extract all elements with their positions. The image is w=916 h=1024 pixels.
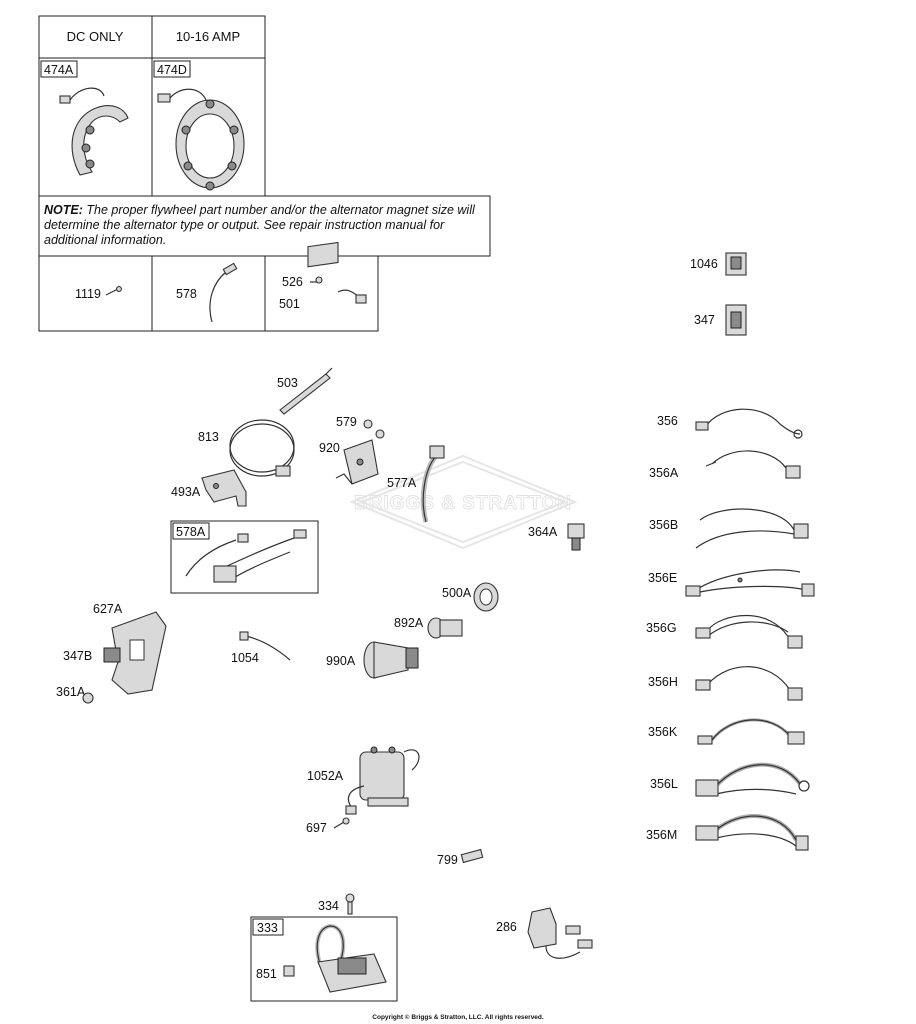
harness-356H: 356H bbox=[648, 666, 803, 701]
svg-text:364A: 364A bbox=[528, 525, 558, 539]
part-578A: 578A bbox=[170, 520, 319, 594]
note-text: The proper flywheel part number and/or t… bbox=[44, 203, 475, 247]
part-813: 813 bbox=[198, 419, 295, 477]
svg-text:1046: 1046 bbox=[690, 257, 718, 271]
svg-text:892A: 892A bbox=[394, 616, 424, 630]
svg-text:347B: 347B bbox=[63, 649, 92, 663]
part-1046: 1046 bbox=[690, 252, 747, 276]
part-1119-label: 1119 bbox=[75, 287, 101, 301]
copyright-text: Copyright © Briggs & Stratton, LLC. All … bbox=[372, 1014, 544, 1021]
svg-text:503: 503 bbox=[277, 376, 298, 390]
part-851-label: 851 bbox=[256, 967, 277, 981]
svg-text:356: 356 bbox=[657, 414, 678, 428]
svg-text:493A: 493A bbox=[171, 485, 201, 499]
watermark-text: BRIGGS & STRATTON bbox=[354, 493, 572, 514]
part-493A: 493A bbox=[171, 469, 247, 507]
part-697: 697 bbox=[306, 817, 350, 835]
dc-only-header: DC ONLY bbox=[67, 29, 124, 44]
harness-356K: 356K bbox=[648, 718, 805, 745]
part-579: 579 bbox=[336, 415, 385, 439]
svg-text:347: 347 bbox=[694, 313, 715, 327]
svg-text:627A: 627A bbox=[93, 602, 123, 616]
svg-text:286: 286 bbox=[496, 920, 517, 934]
part-334: 334 bbox=[318, 893, 355, 915]
part-286: 286 bbox=[496, 907, 593, 959]
svg-text:356K: 356K bbox=[648, 725, 678, 739]
part-500A: 500A bbox=[442, 582, 499, 612]
svg-text:1054: 1054 bbox=[231, 651, 259, 665]
svg-text:813: 813 bbox=[198, 430, 219, 444]
part-1052A: 1052A bbox=[307, 746, 420, 815]
alternator-table: DC ONLY 10-16 AMP 474A 474D bbox=[38, 15, 491, 332]
watermark-logo: BRIGGS & STRATTON bbox=[349, 454, 578, 550]
svg-text:577A: 577A bbox=[387, 476, 417, 490]
part-526-label: 526 bbox=[282, 275, 303, 289]
harness-356G: 356G bbox=[646, 615, 803, 649]
harness-356E: 356E bbox=[648, 569, 815, 597]
svg-text:356M: 356M bbox=[646, 828, 677, 842]
svg-text:799: 799 bbox=[437, 853, 458, 867]
part-892A: 892A bbox=[394, 616, 463, 639]
part-333: 333 851 bbox=[250, 916, 398, 1002]
svg-text:334: 334 bbox=[318, 899, 339, 913]
svg-text:356B: 356B bbox=[649, 518, 678, 532]
part-990A: 990A bbox=[326, 641, 419, 679]
harness-356B: 356B bbox=[649, 508, 809, 549]
harness-356A: 356A bbox=[649, 450, 801, 480]
amp-header: 10-16 AMP bbox=[176, 29, 240, 44]
part-347B: 347B bbox=[63, 647, 121, 663]
svg-text:356G: 356G bbox=[646, 621, 677, 635]
parts-row: 1119 578 526 501 bbox=[75, 241, 367, 323]
part-364A: 364A bbox=[528, 523, 585, 551]
harness-356: 356 bbox=[657, 408, 803, 439]
svg-text:1052A: 1052A bbox=[307, 769, 344, 783]
note-label: NOTE: bbox=[44, 203, 83, 217]
part-503: 503 bbox=[277, 367, 333, 415]
harness-356M: 356M bbox=[646, 814, 809, 851]
part-1054: 1054 bbox=[231, 631, 291, 665]
svg-text:578A: 578A bbox=[176, 525, 206, 539]
part-474A-label: 474A bbox=[44, 63, 74, 77]
svg-text:697: 697 bbox=[306, 821, 327, 835]
alternator-note: NOTE: The proper flywheel part number an… bbox=[44, 203, 484, 248]
svg-text:500A: 500A bbox=[442, 586, 472, 600]
svg-text:333: 333 bbox=[257, 921, 278, 935]
svg-text:990A: 990A bbox=[326, 654, 356, 668]
svg-text:579: 579 bbox=[336, 415, 357, 429]
part-361A: 361A bbox=[56, 685, 94, 704]
svg-text:361A: 361A bbox=[56, 685, 86, 699]
part-501-label: 501 bbox=[279, 297, 300, 311]
alternator-474D bbox=[157, 88, 245, 191]
svg-text:356H: 356H bbox=[648, 675, 678, 689]
part-474D-label: 474D bbox=[157, 63, 187, 77]
harness-356L: 356L bbox=[650, 762, 810, 797]
part-799: 799 bbox=[437, 848, 484, 867]
svg-text:356L: 356L bbox=[650, 777, 678, 791]
part-578-label: 578 bbox=[176, 287, 197, 301]
svg-text:920: 920 bbox=[319, 441, 340, 455]
part-920: 920 bbox=[319, 439, 379, 485]
alternator-474A bbox=[59, 87, 129, 176]
part-577A: 577A bbox=[387, 445, 445, 523]
svg-text:356A: 356A bbox=[649, 466, 679, 480]
part-347: 347 bbox=[694, 304, 747, 336]
svg-text:356E: 356E bbox=[648, 571, 677, 585]
part-627A: 627A bbox=[93, 602, 167, 695]
